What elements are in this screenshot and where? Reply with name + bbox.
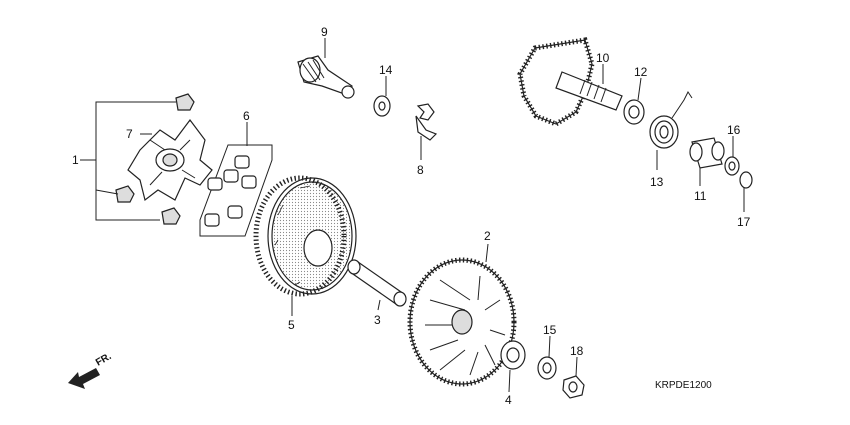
callout-8: 8 (417, 163, 424, 177)
slider-bottom (161, 207, 181, 225)
callout-17: 17 (737, 215, 751, 229)
callout-6: 6 (243, 109, 250, 123)
washer-part-15 (537, 356, 557, 380)
callout-18: 18 (570, 344, 584, 358)
clip-part-8 (415, 103, 438, 141)
leader-lines (140, 38, 745, 393)
washer-part-14 (373, 95, 391, 117)
washer-part-16 (724, 156, 740, 176)
callout-14: 14 (379, 63, 393, 77)
washer-part-12 (623, 99, 645, 125)
front-label: FR. (94, 351, 114, 369)
roller-group-part-6 (199, 144, 273, 237)
callout-5: 5 (288, 318, 295, 332)
bushing-part-11 (689, 137, 725, 169)
kick-spindle-part-9 (297, 55, 355, 99)
callout-2: 2 (484, 229, 491, 243)
callout-4: 4 (505, 393, 512, 407)
bracket-part-1 (80, 101, 176, 221)
slider-middle (115, 185, 135, 203)
callout-16: 16 (727, 123, 741, 137)
movable-drive-face-part-5 (253, 175, 357, 297)
callout-13: 13 (650, 175, 664, 189)
drive-face-part-2 (407, 257, 517, 387)
drive-face-boss-part-3 (347, 259, 407, 307)
slider-top (175, 93, 195, 111)
front-direction-arrow: FR. (68, 351, 114, 389)
callout-7: 7 (126, 127, 133, 141)
callout-3: 3 (374, 313, 381, 327)
spring-part-13 (649, 91, 693, 149)
callout-12: 12 (634, 65, 648, 79)
callout-15: 15 (543, 323, 557, 337)
nut-part-4 (500, 340, 526, 370)
callout-1: 1 (72, 153, 79, 167)
callout-11: 11 (694, 189, 707, 203)
kick-gear-part-10 (517, 37, 623, 127)
ramp-plate-part-7 (127, 119, 213, 202)
callout-9: 9 (321, 25, 328, 39)
circlip-part-17 (739, 171, 753, 189)
diagram-code: KRPDE1200 (655, 380, 712, 391)
callout-10: 10 (596, 51, 610, 65)
nut-part-18 (562, 375, 585, 399)
